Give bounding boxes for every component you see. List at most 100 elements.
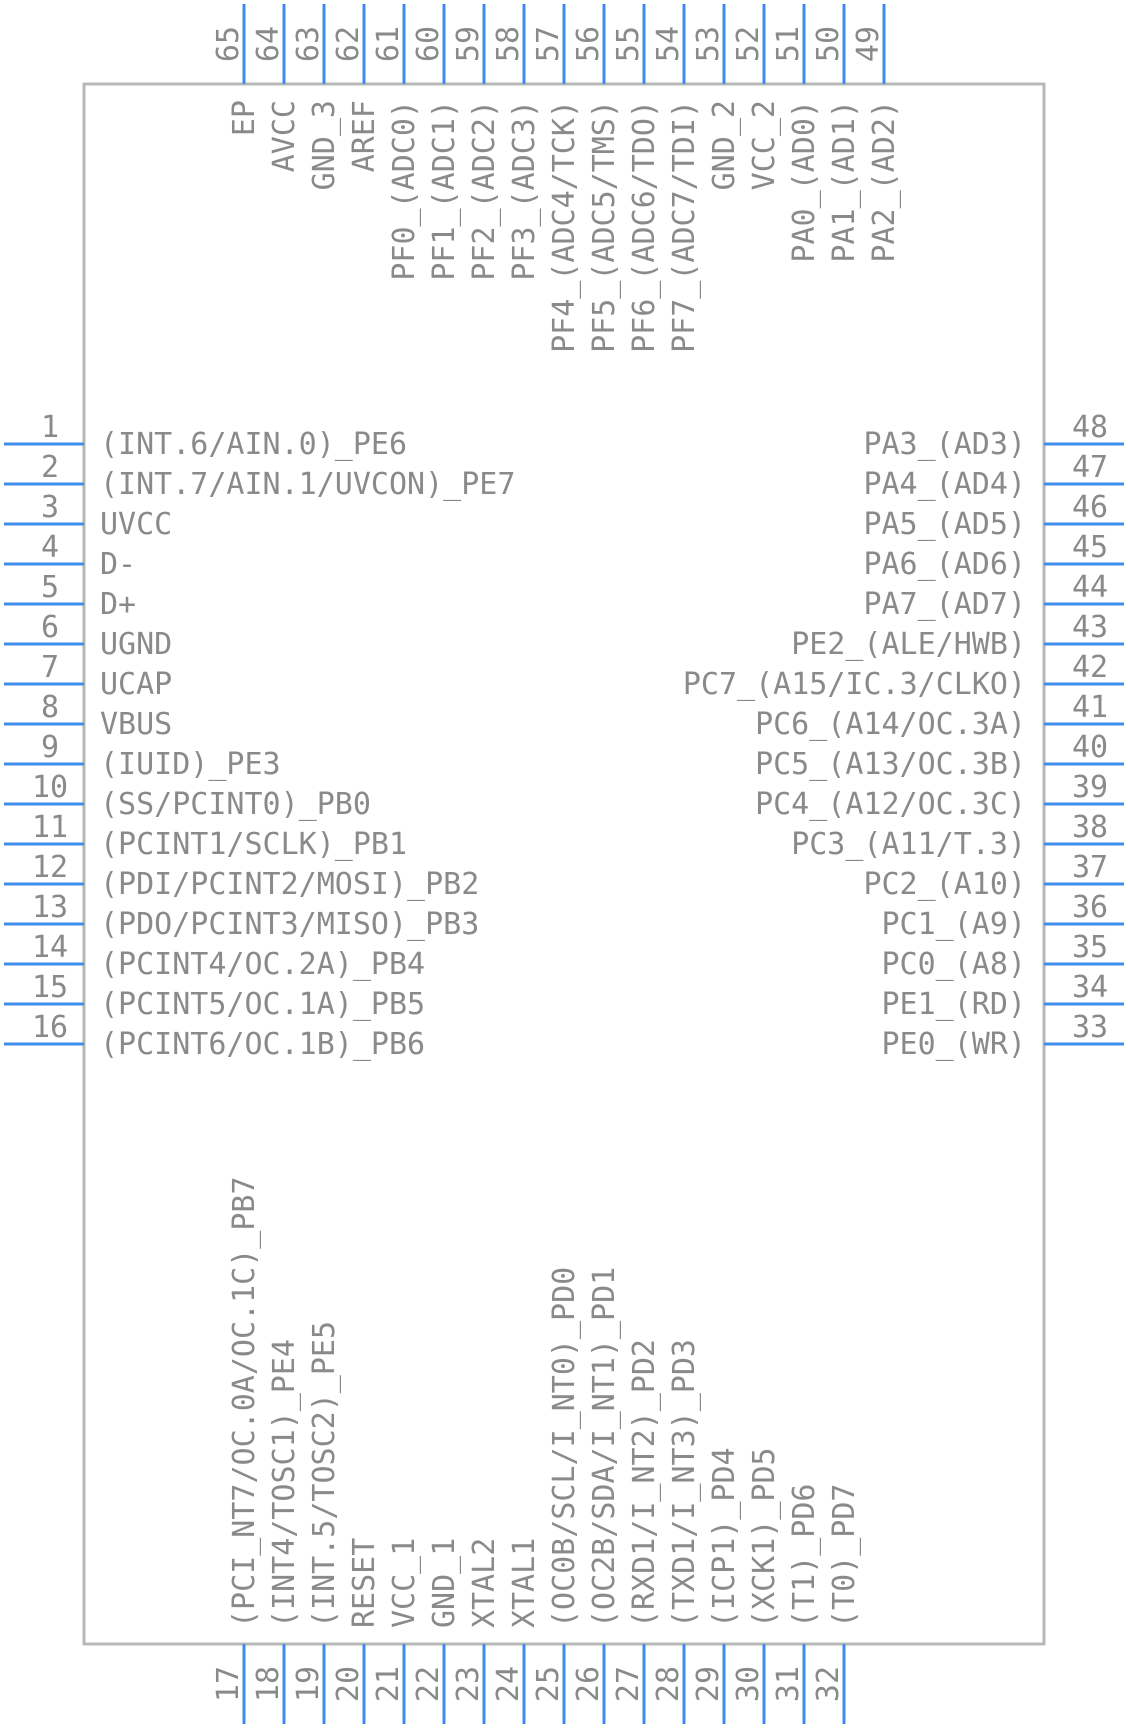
pin-label: (PCINT1/SCLK)_PB1 (100, 827, 407, 862)
pin-label: (IUID)_PE3 (100, 747, 281, 782)
pin-number: 29 (691, 1666, 726, 1702)
pin-number: 45 (1072, 530, 1108, 565)
pin-number: 25 (531, 1666, 566, 1702)
pin-number: 49 (851, 26, 886, 62)
pin-number: 40 (1072, 730, 1108, 765)
pin-number: 34 (1072, 970, 1108, 1005)
pin-number: 14 (32, 930, 68, 965)
pin-number: 44 (1072, 570, 1108, 605)
right-pin-group: 48PA3_(AD3)47PA4_(AD4)46PA5_(AD5)45PA6_(… (683, 410, 1124, 1062)
pin-number: 24 (491, 1666, 526, 1702)
pin-label: PA3_(AD3) (863, 427, 1026, 462)
pin-label: PC3_(A11/T.3) (791, 827, 1026, 862)
pin-number: 53 (691, 26, 726, 62)
pin-label: UCAP (100, 667, 172, 702)
pin-label: D- (100, 547, 136, 582)
pin-label: (INT.5/TOSC2)_PE5 (307, 1321, 342, 1628)
pin-label: XTAL1 (507, 1538, 542, 1628)
pin-number: 30 (731, 1666, 766, 1702)
pin-label: PA5_(AD5) (863, 507, 1026, 542)
pin-label: (T1)_PD6 (787, 1484, 822, 1629)
pin-label: PA2_(AD2) (867, 100, 902, 263)
pin-number: 22 (411, 1666, 446, 1702)
pin-label: D+ (100, 587, 136, 622)
pin-number: 60 (411, 26, 446, 62)
pin-label: (SS/PCINT0)_PB0 (100, 787, 371, 822)
pin-label: GND_3 (307, 100, 342, 190)
pin-label: UGND (100, 627, 172, 662)
pin-label: PE1_(RD) (882, 987, 1027, 1022)
pin-number: 50 (811, 26, 846, 62)
pin-label: (PCINT4/OC.2A)_PB4 (100, 947, 425, 982)
pin-label: PC4_(A12/OC.3C) (755, 787, 1026, 822)
pin-label: (RXD1/I_NT2)_PD2 (627, 1339, 662, 1628)
pin-label: PF6_(ADC6/TDO) (627, 100, 662, 353)
pin-number: 37 (1072, 850, 1108, 885)
pin-label: (PCINT5/OC.1A)_PB5 (100, 987, 425, 1022)
pin-label: XTAL2 (467, 1538, 502, 1628)
pin-number: 38 (1072, 810, 1108, 845)
pin-number: 31 (771, 1666, 806, 1702)
pin-label: PC7_(A15/IC.3/CLKO) (683, 667, 1026, 702)
pin-number: 39 (1072, 770, 1108, 805)
pin-label: (PDO/PCINT3/MISO)_PB3 (100, 907, 479, 942)
pin-label: PC1_(A9) (882, 907, 1027, 942)
pin-number: 5 (41, 570, 59, 605)
pin-number: 51 (771, 26, 806, 62)
pin-label: (INT4/TOSC1)_PE4 (267, 1339, 302, 1628)
pin-number: 2 (41, 450, 59, 485)
pin-label: PC2_(A10) (863, 867, 1026, 902)
pin-number: 43 (1072, 610, 1108, 645)
pin-number: 7 (41, 650, 59, 685)
pin-label: (INT.6/AIN.0)_PE6 (100, 427, 407, 462)
pin-label: PF3_(ADC3) (507, 100, 542, 281)
pin-number: 61 (371, 26, 406, 62)
pin-number: 21 (371, 1666, 406, 1702)
pin-label: (OC0B/SCL/I_NT0)_PD0 (547, 1267, 582, 1628)
pin-number: 36 (1072, 890, 1108, 925)
pin-label: UVCC (100, 507, 172, 542)
pin-number: 11 (32, 810, 68, 845)
pin-label: PF2_(ADC2) (467, 100, 502, 281)
pin-number: 16 (32, 1010, 68, 1045)
pin-number: 65 (211, 26, 246, 62)
pin-label: (TXD1/I_NT3)_PD3 (667, 1339, 702, 1628)
pin-number: 13 (32, 890, 68, 925)
pin-label: (OC2B/SDA/I_NT1)_PD1 (587, 1267, 622, 1628)
pin-number: 12 (32, 850, 68, 885)
pin-label: GND_2 (707, 100, 742, 190)
pin-number: 8 (41, 690, 59, 725)
pin-number: 9 (41, 730, 59, 765)
pin-number: 63 (291, 26, 326, 62)
pin-number: 27 (611, 1666, 646, 1702)
pin-number: 48 (1072, 410, 1108, 445)
pin-number: 64 (251, 26, 286, 62)
pin-label: PF4_(ADC4/TCK) (547, 100, 582, 353)
pin-number: 55 (611, 26, 646, 62)
pin-number: 28 (651, 1666, 686, 1702)
pin-number: 20 (331, 1666, 366, 1702)
pin-label: AVCC (267, 100, 302, 172)
pin-label: GND_1 (427, 1538, 462, 1628)
pin-number: 15 (32, 970, 68, 1005)
pin-number: 59 (451, 26, 486, 62)
pin-number: 23 (451, 1666, 486, 1702)
pin-number: 56 (571, 26, 606, 62)
pin-label: PF1_(ADC1) (427, 100, 462, 281)
pin-label: (PCINT6/OC.1B)_PB6 (100, 1027, 425, 1062)
pin-number: 19 (291, 1666, 326, 1702)
pin-label: PA4_(AD4) (863, 467, 1026, 502)
pin-number: 26 (571, 1666, 606, 1702)
pin-label: (PDI/PCINT2/MOSI)_PB2 (100, 867, 479, 902)
pin-label: RESET (347, 1538, 382, 1628)
pin-number: 1 (41, 410, 59, 445)
pin-number: 62 (331, 26, 366, 62)
pin-label: PF7_(ADC7/TDI) (667, 100, 702, 353)
pin-number: 41 (1072, 690, 1108, 725)
pin-label: PC0_(A8) (882, 947, 1027, 982)
pin-number: 6 (41, 610, 59, 645)
pin-label: VBUS (100, 707, 172, 742)
top-pin-group: 65EP64AVCC63GND_362AREF61PF0_(ADC0)60PF1… (211, 4, 902, 353)
pin-label: PF5_(ADC5/TMS) (587, 100, 622, 353)
